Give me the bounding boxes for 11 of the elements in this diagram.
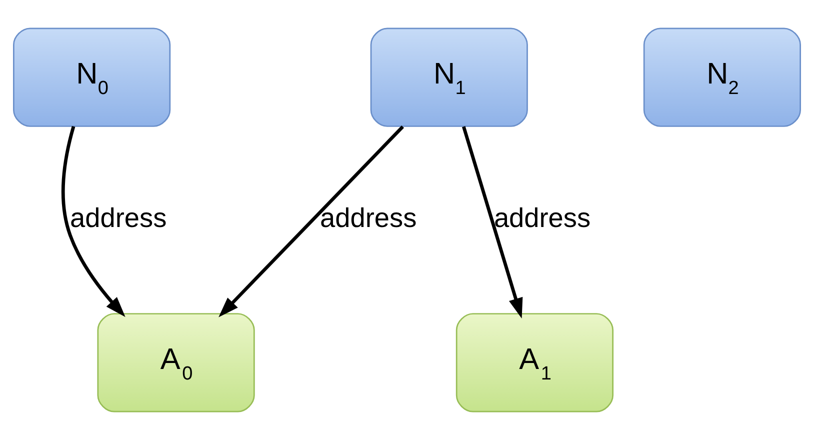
arrow xyxy=(61,125,126,316)
edge-label: address xyxy=(70,201,167,232)
node-box: N$_{0}$ xyxy=(13,27,171,126)
node-box: N$_{1}$ xyxy=(370,27,528,126)
edge-label: address xyxy=(320,201,417,232)
node-box: A$_{0}$ xyxy=(97,312,255,412)
arrow xyxy=(462,126,523,318)
node-box: N$_{2}$ xyxy=(643,27,801,126)
edge-label: address xyxy=(494,201,591,232)
arrow xyxy=(218,124,404,317)
node-box: A$_{1}$ xyxy=(456,312,614,412)
